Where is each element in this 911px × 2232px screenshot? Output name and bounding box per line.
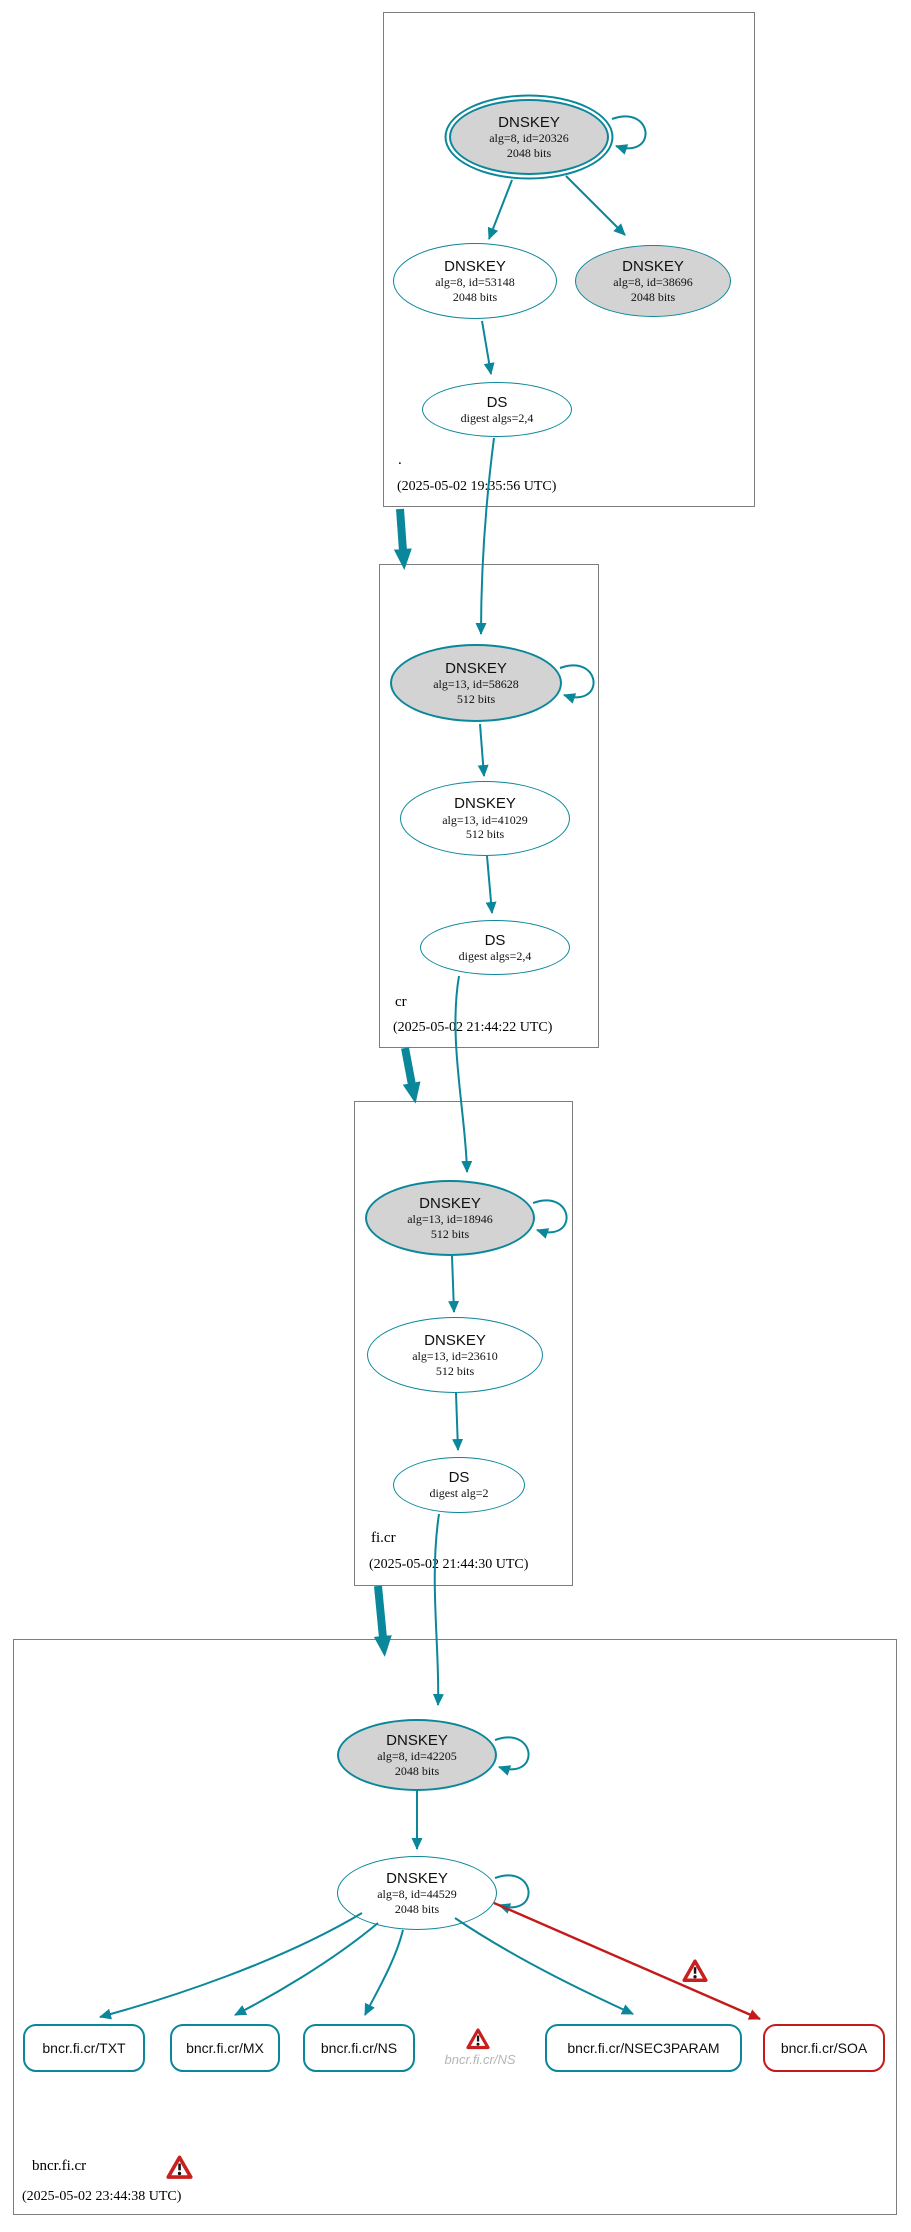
- warning-icon: [466, 2028, 490, 2055]
- node-dnskey-bncr-ksk-42205[interactable]: DNSKEY alg=8, id=42205 2048 bits: [337, 1719, 497, 1791]
- rrset-ghost-bncr-fi-cr-ns: bncr.fi.cr/NS: [444, 2052, 516, 2067]
- zone-label-cr: cr: [395, 994, 407, 1010]
- node-dnskey-root-38696[interactable]: DNSKEY alg=8, id=38696 2048 bits: [575, 245, 731, 317]
- edge-root-zone-to-cr-zone: [393, 508, 412, 570]
- zone-box-root: [383, 12, 755, 507]
- zone-timestamp-bncr-fi-cr: (2025-05-02 23:44:38 UTC): [22, 2189, 182, 2204]
- zone-label-bncr-fi-cr: bncr.fi.cr: [32, 2158, 87, 2174]
- zone-timestamp-cr: (2025-05-02 21:44:22 UTC): [393, 1020, 553, 1035]
- zone-label-fi-cr: fi.cr: [371, 1530, 396, 1546]
- zone-timestamp-root: (2025-05-02 19:35:56 UTC): [397, 479, 557, 494]
- node-dnskey-root-ksk-20326[interactable]: DNSKEY alg=8, id=20326 2048 bits: [449, 99, 609, 175]
- node-dnskey-cr-ksk-58628[interactable]: DNSKEY alg=13, id=58628 512 bits: [390, 644, 562, 722]
- node-dnskey-fi-cr-zsk-23610[interactable]: DNSKEY alg=13, id=23610 512 bits: [367, 1317, 543, 1393]
- rrset-bncr-fi-cr-soa[interactable]: bncr.fi.cr/SOA: [763, 2024, 885, 2072]
- node-dnskey-fi-cr-ksk-18946[interactable]: DNSKEY alg=13, id=18946 512 bits: [365, 1180, 535, 1256]
- rrset-label: bncr.fi.cr/SOA: [780, 2040, 868, 2056]
- warning-icon: [166, 2155, 193, 2185]
- rrset-bncr-fi-cr-ns[interactable]: bncr.fi.cr/NS: [303, 2024, 415, 2072]
- rrset-bncr-fi-cr-txt[interactable]: bncr.fi.cr/TXT: [23, 2024, 145, 2072]
- rrset-label: bncr.fi.cr/MX: [186, 2040, 264, 2056]
- node-dnskey-bncr-zsk-44529[interactable]: DNSKEY alg=8, id=44529 2048 bits: [337, 1856, 497, 1930]
- node-ds-cr[interactable]: DS digest algs=2,4: [420, 920, 570, 975]
- node-dnskey-cr-zsk-41029[interactable]: DNSKEY alg=13, id=41029 512 bits: [400, 781, 570, 856]
- node-dnskey-root-zsk-53148[interactable]: DNSKEY alg=8, id=53148 2048 bits: [393, 243, 557, 319]
- rrset-bncr-fi-cr-mx[interactable]: bncr.fi.cr/MX: [170, 2024, 280, 2072]
- node-ds-fi-cr[interactable]: DS digest alg=2: [393, 1457, 525, 1513]
- warning-icon: [682, 1959, 708, 1988]
- rrset-label: bncr.fi.cr/NS: [320, 2040, 398, 2056]
- zone-timestamp-fi-cr: (2025-05-02 21:44:30 UTC): [369, 1557, 529, 1572]
- zone-box-bncr-fi-cr: [13, 1639, 897, 2215]
- rrset-bncr-fi-cr-nsec3param[interactable]: bncr.fi.cr/NSEC3PARAM: [545, 2024, 742, 2072]
- rrset-label: bncr.fi.cr/TXT: [42, 2040, 126, 2056]
- edge-fi-cr-zone-to-bncr-zone: [373, 1585, 392, 1657]
- edge-cr-zone-to-fi-cr-zone: [401, 1047, 421, 1104]
- rrset-label: bncr.fi.cr/NSEC3PARAM: [567, 2040, 720, 2056]
- node-ds-root[interactable]: DS digest algs=2,4: [422, 382, 572, 437]
- zone-label-root: .: [398, 452, 402, 468]
